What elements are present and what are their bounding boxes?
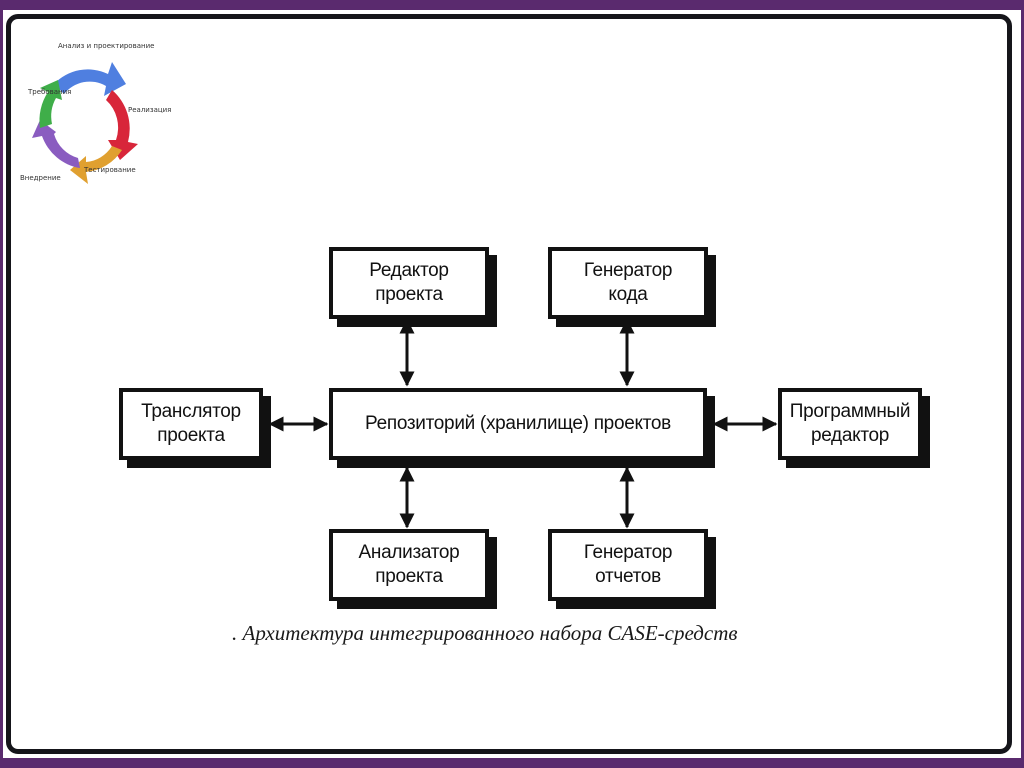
translator-box: Транслятор проекта xyxy=(119,388,263,460)
reportgen-line-2: отчетов xyxy=(595,566,661,587)
codegen-box: Генератор кода xyxy=(548,247,708,319)
editor-box: Редактор проекта xyxy=(329,247,489,319)
codegen-line-2: кода xyxy=(608,284,648,305)
progeditor-line-2: редактор xyxy=(810,425,890,446)
editor-line-1: Редактор xyxy=(369,260,449,281)
analyzer-line-1: Анализатор xyxy=(358,542,460,563)
cycle-arrow-right xyxy=(106,90,138,160)
cycle-label-top: Анализ и проектирование xyxy=(58,42,155,50)
reportgen-box: Генератор отчетов xyxy=(548,529,708,601)
progeditor-box: Программный редактор xyxy=(778,388,922,460)
diagram-caption: . Архитектура интегрированного набора CA… xyxy=(232,621,738,645)
repository-box: Репозиторий (хранилище) проектов xyxy=(329,388,707,460)
cycle-label-bottomleft: Внедрение xyxy=(20,174,61,182)
analyzer-box: Анализатор проекта xyxy=(329,529,489,601)
slide-panel xyxy=(6,14,1012,754)
cycle-label-left: Требования xyxy=(28,88,72,96)
cycle-arrow-bottom xyxy=(70,146,122,184)
progeditor-line-1: Программный xyxy=(789,401,911,422)
reportgen-line-1: Генератор xyxy=(583,542,673,563)
cycle-arrow-top xyxy=(54,62,126,96)
analyzer-line-2: проекта xyxy=(375,566,443,587)
editor-line-2: проекта xyxy=(375,284,443,305)
cycle-label-bottom: Тестирование xyxy=(84,166,136,174)
translator-line-1: Транслятор xyxy=(141,401,241,422)
cycle-label-right: Реализация xyxy=(128,106,172,114)
cycle-arrow-bottomleft xyxy=(32,120,80,168)
codegen-line-1: Генератор xyxy=(583,260,673,281)
cycle-arrow-left xyxy=(39,80,62,128)
translator-line-2: проекта xyxy=(157,425,225,446)
repository-label: Репозиторий (хранилище) проектов xyxy=(365,413,671,434)
